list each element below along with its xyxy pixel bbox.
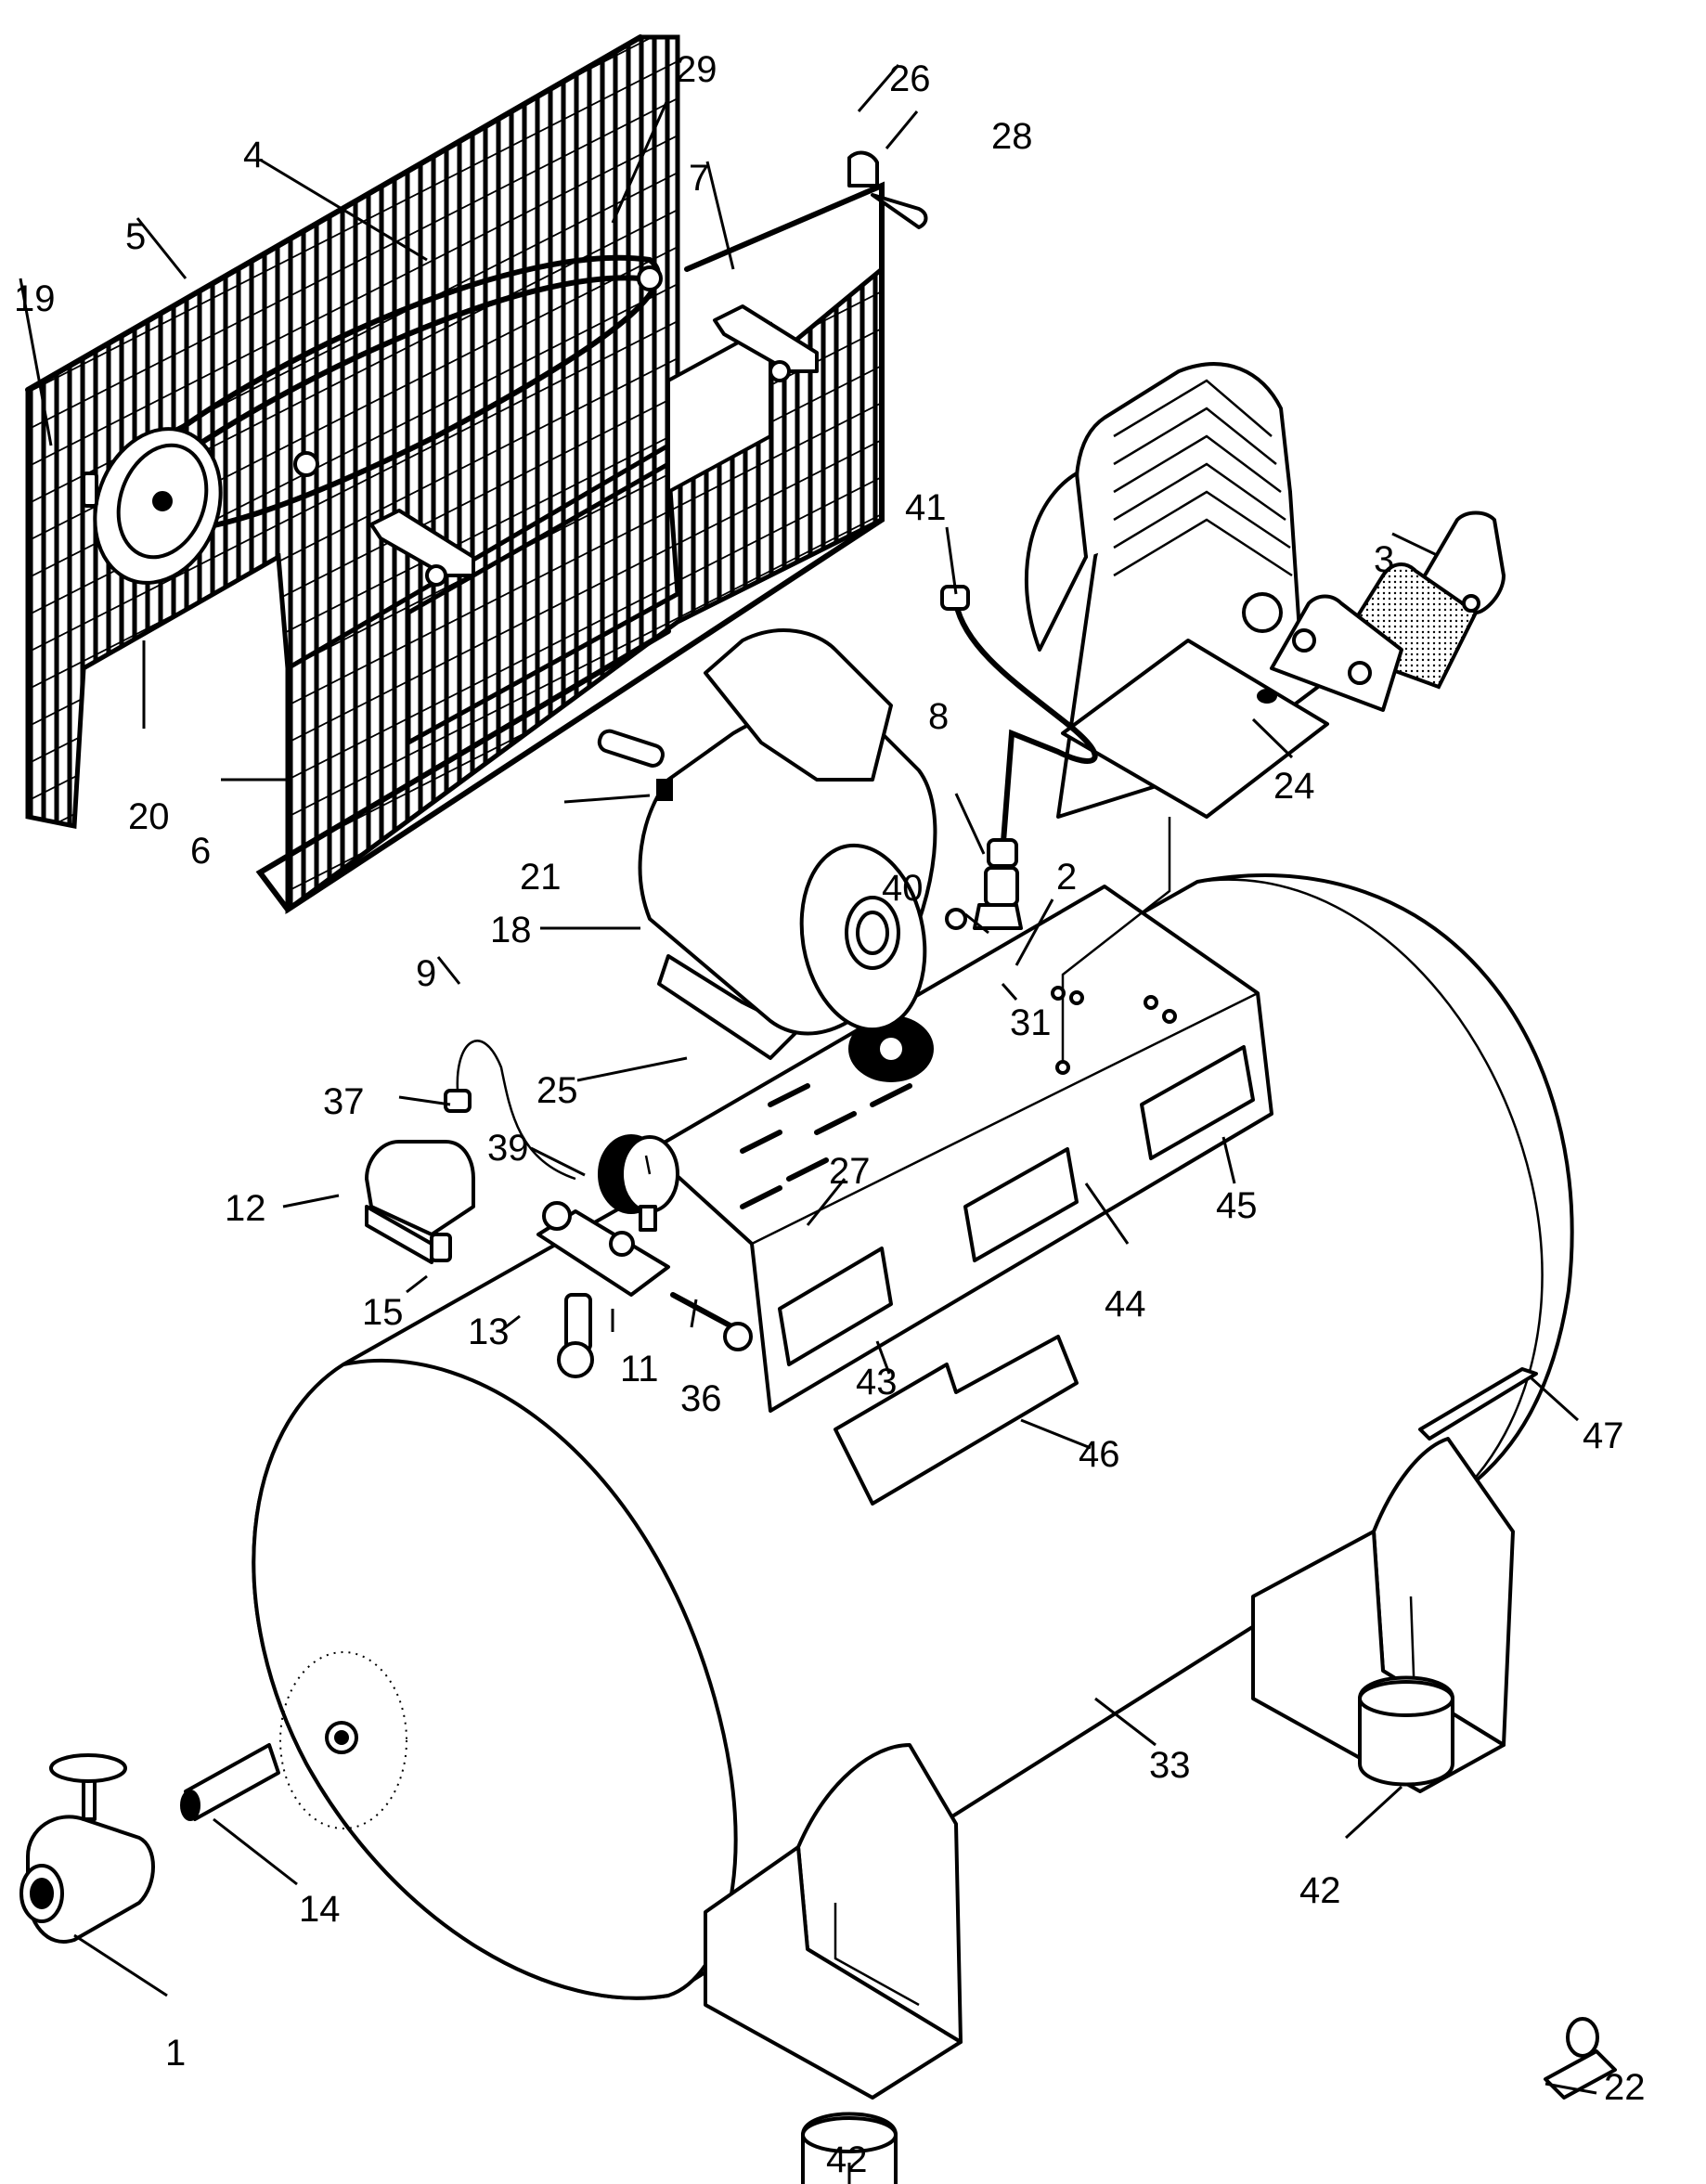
tank-end-cap: [252, 1359, 738, 2000]
callout-11: 11: [620, 1349, 659, 1389]
leader-lines: [19, 64, 1597, 2184]
label-45: [1140, 1045, 1255, 1160]
callout-42: 42: [826, 2139, 868, 2180]
rubber-foot-front: [801, 2112, 898, 2184]
callout-29: 29: [676, 49, 717, 90]
callout-6: 6: [190, 831, 211, 872]
callout-2: 2: [1056, 857, 1077, 898]
manifold: [536, 1201, 670, 1378]
callout-19: 19: [14, 278, 56, 319]
callout-27: 27: [829, 1151, 871, 1192]
rubber-foot-rear: [1358, 1675, 1454, 1787]
callout-13: 13: [468, 1312, 510, 1352]
callout-9: 9: [416, 953, 436, 994]
safety-valve: [670, 1292, 753, 1351]
callout-39: 39: [487, 1128, 529, 1169]
label-43: [778, 1247, 893, 1366]
callout-40: 40: [882, 868, 924, 909]
label-44: [963, 1147, 1079, 1262]
callout-25: 25: [536, 1070, 578, 1111]
callout-7: 7: [689, 158, 709, 199]
unloader-tube: [456, 1040, 576, 1181]
callout-28: 28: [991, 116, 1033, 157]
label-47: [1418, 1367, 1538, 1441]
callout-22: 22: [1604, 2067, 1646, 2108]
pump: [1024, 362, 1329, 819]
callout-15: 15: [362, 1292, 404, 1333]
guard-bracket-lower: [369, 509, 475, 587]
callout-20: 20: [128, 796, 170, 837]
callout-47: 47: [1583, 1415, 1624, 1456]
drain-valve: [19, 1753, 155, 1944]
nipple-14: [180, 1743, 280, 1821]
callout-5: 5: [125, 216, 146, 257]
callout-12: 12: [225, 1188, 266, 1229]
callout-labels: 29 26 28 4 5 7 19 41 3 20 6 8 24 21 40 2…: [14, 49, 1646, 2180]
callout-3: 3: [1374, 539, 1394, 580]
callout-21: 21: [520, 857, 562, 898]
belt-guard-front: [255, 181, 885, 914]
gauge: [598, 1134, 679, 1232]
callout-46: 46: [1079, 1434, 1120, 1475]
set-screw: [82, 472, 98, 508]
callout-14: 14: [299, 1889, 341, 1930]
callout-44: 44: [1105, 1284, 1146, 1325]
rotation-label-arrow: [656, 779, 673, 801]
air-filter: [1270, 510, 1506, 712]
callout-45: 45: [1216, 1185, 1258, 1226]
callout-26: 26: [889, 58, 931, 99]
pressure-switch: [365, 1140, 475, 1264]
callout-18: 18: [490, 910, 532, 950]
pulley: [93, 427, 223, 585]
callout-37: 37: [323, 1081, 365, 1122]
callout-24: 24: [1273, 766, 1315, 807]
guard-bracket-upper: [713, 304, 819, 382]
mounting-plate: [648, 885, 1273, 1413]
callout-31: 31: [1010, 1002, 1052, 1043]
callout-42: 42: [1299, 1870, 1341, 1911]
pump-cooling-fins: [1113, 379, 1293, 577]
callout-4: 4: [243, 135, 264, 175]
callout-33: 33: [1149, 1745, 1191, 1786]
saddle-foot-front: [704, 1743, 963, 2100]
motor: [597, 628, 937, 1060]
callout-43: 43: [856, 1362, 898, 1402]
callout-8: 8: [928, 696, 949, 737]
foot-22: [1544, 2017, 1617, 2100]
clip: [847, 150, 879, 187]
callout-41: 41: [905, 487, 947, 528]
callout-36: 36: [680, 1378, 722, 1419]
callout-1: 1: [165, 2033, 186, 2074]
label-46: [834, 1335, 1079, 1506]
belt: [155, 254, 661, 534]
outlet-tube: [953, 601, 1098, 857]
screw: [871, 193, 928, 229]
